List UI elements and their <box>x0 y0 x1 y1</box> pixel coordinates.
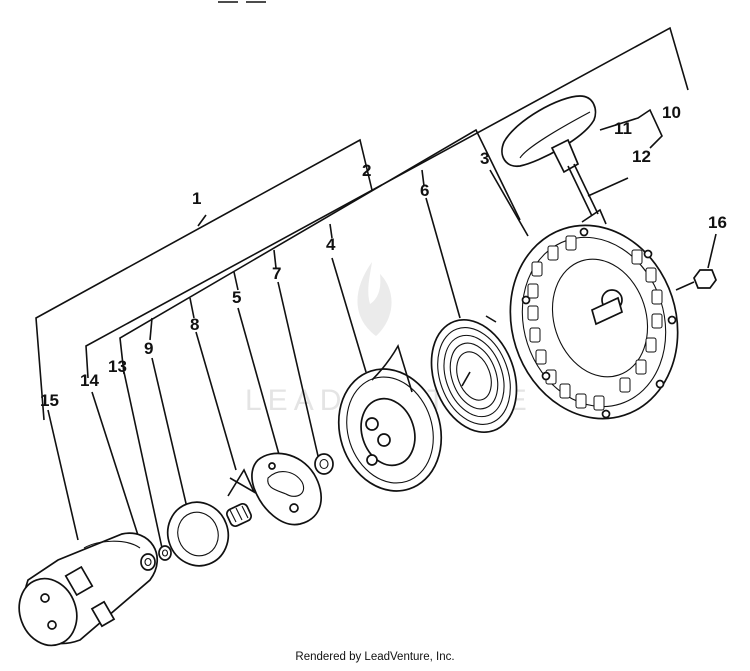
part-7-washer <box>314 453 334 475</box>
callout-5: 5 <box>232 288 241 307</box>
part-14-washer <box>140 553 156 571</box>
callout-10: 10 <box>662 103 681 122</box>
callout-14: 14 <box>80 371 99 390</box>
part-16-bolt <box>675 269 717 291</box>
callout-7: 7 <box>272 264 281 283</box>
callout-3: 3 <box>480 149 489 168</box>
part-6-recoil-spring <box>430 315 518 434</box>
part-3-housing <box>509 208 679 420</box>
callout-8: 8 <box>190 315 199 334</box>
part-9-plate <box>166 501 230 567</box>
leader-lines <box>35 26 717 555</box>
callout-4: 4 <box>326 235 336 254</box>
part-11-starter-handle <box>501 95 597 174</box>
callout-13: 13 <box>108 357 127 376</box>
callout-2: 2 <box>362 161 371 180</box>
render-credit: Rendered by LeadVenture, Inc. <box>295 651 455 663</box>
callout-9: 9 <box>144 339 153 358</box>
callouts: 1 2 3 4 5 6 7 8 9 10 11 12 13 14 15 16 <box>40 103 727 410</box>
callout-6: 6 <box>420 181 429 200</box>
callout-1: 1 <box>192 189 201 208</box>
part-13-washer <box>158 545 172 561</box>
callout-12: 12 <box>632 147 651 166</box>
part-8-spring <box>226 468 256 528</box>
part-15-starter-cup <box>18 532 159 647</box>
part-5-pawl-plate <box>251 452 322 526</box>
part-4-pulley <box>337 343 443 492</box>
callout-11: 11 <box>614 119 632 138</box>
callout-15: 15 <box>40 391 59 410</box>
part-12-rope <box>567 163 599 217</box>
callout-16: 16 <box>708 213 727 232</box>
